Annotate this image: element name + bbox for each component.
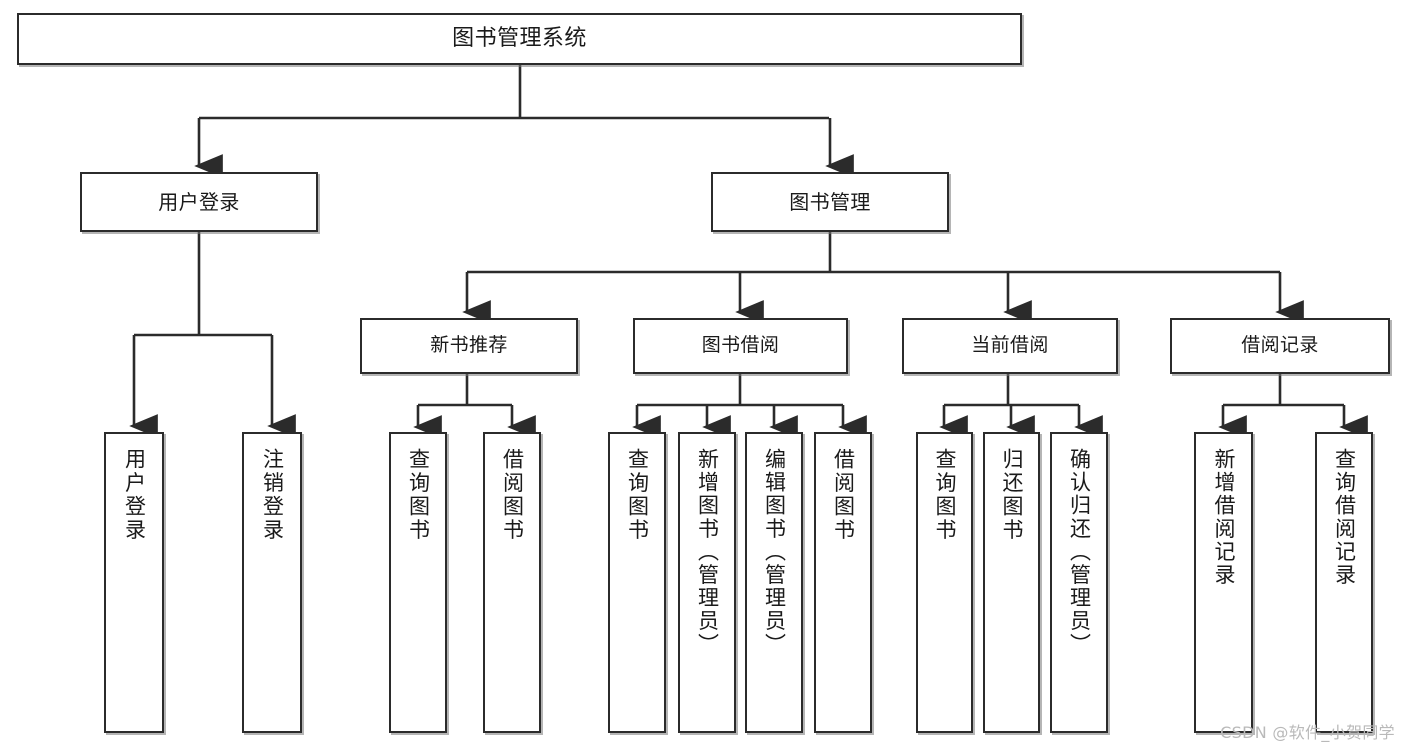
node-label: 用户登录 <box>158 189 240 214</box>
node-label: 注销登录 <box>260 448 285 543</box>
node-label: 新增图书（管理员） <box>695 448 720 656</box>
node-label: 图书管理 <box>789 189 871 214</box>
node-label: 编辑图书（管理员） <box>762 448 787 656</box>
leaf-edit-book-admin[interactable]: 编辑图书（管理员） <box>745 432 803 733</box>
node-root-system[interactable]: 图书管理系统 <box>17 13 1022 65</box>
node-label: 查询借阅记录 <box>1332 448 1357 587</box>
node-label: 查询图书 <box>933 448 957 543</box>
leaf-query-books-recommend[interactable]: 查询图书 <box>389 432 447 733</box>
leaf-query-books-borrowing[interactable]: 查询图书 <box>608 432 666 733</box>
leaf-confirm-return-admin[interactable]: 确认归还（管理员） <box>1050 432 1108 733</box>
node-label: 图书管理系统 <box>452 25 587 51</box>
leaf-logout[interactable]: 注销登录 <box>242 432 302 733</box>
node-label: 用户登录 <box>122 448 147 543</box>
leaf-borrow-books-recommend[interactable]: 借阅图书 <box>483 432 541 733</box>
node-user-login[interactable]: 用户登录 <box>80 172 318 232</box>
node-label: 确认归还（管理员） <box>1067 448 1092 656</box>
node-label: 借阅记录 <box>1241 334 1319 357</box>
leaf-return-books[interactable]: 归还图书 <box>983 432 1040 733</box>
node-label: 图书借阅 <box>701 334 780 357</box>
node-label: 当前借阅 <box>971 334 1049 357</box>
leaf-query-books-current[interactable]: 查询图书 <box>916 432 973 733</box>
node-new-book-recommendation[interactable]: 新书推荐 <box>360 318 578 374</box>
leaf-add-borrow-record[interactable]: 新增借阅记录 <box>1194 432 1253 733</box>
node-label: 查询图书 <box>406 448 431 543</box>
csdn-watermark: CSDN @软件_小贺同学 <box>1220 723 1395 742</box>
node-label: 归还图书 <box>1000 448 1024 543</box>
leaf-add-book-admin[interactable]: 新增图书（管理员） <box>678 432 736 733</box>
leaf-borrow-books[interactable]: 借阅图书 <box>814 432 872 733</box>
node-label: 借阅图书 <box>500 448 525 543</box>
node-current-borrowing[interactable]: 当前借阅 <box>902 318 1118 374</box>
leaf-user-login[interactable]: 用户登录 <box>104 432 164 733</box>
node-book-management[interactable]: 图书管理 <box>711 172 949 232</box>
node-label: 新增借阅记录 <box>1212 448 1236 587</box>
node-label: 新书推荐 <box>430 334 508 357</box>
leaf-query-borrow-record[interactable]: 查询借阅记录 <box>1315 432 1373 733</box>
node-label: 查询图书 <box>625 448 650 543</box>
node-book-borrowing[interactable]: 图书借阅 <box>633 318 848 374</box>
node-label: 借阅图书 <box>831 448 856 543</box>
node-borrow-records[interactable]: 借阅记录 <box>1170 318 1390 374</box>
